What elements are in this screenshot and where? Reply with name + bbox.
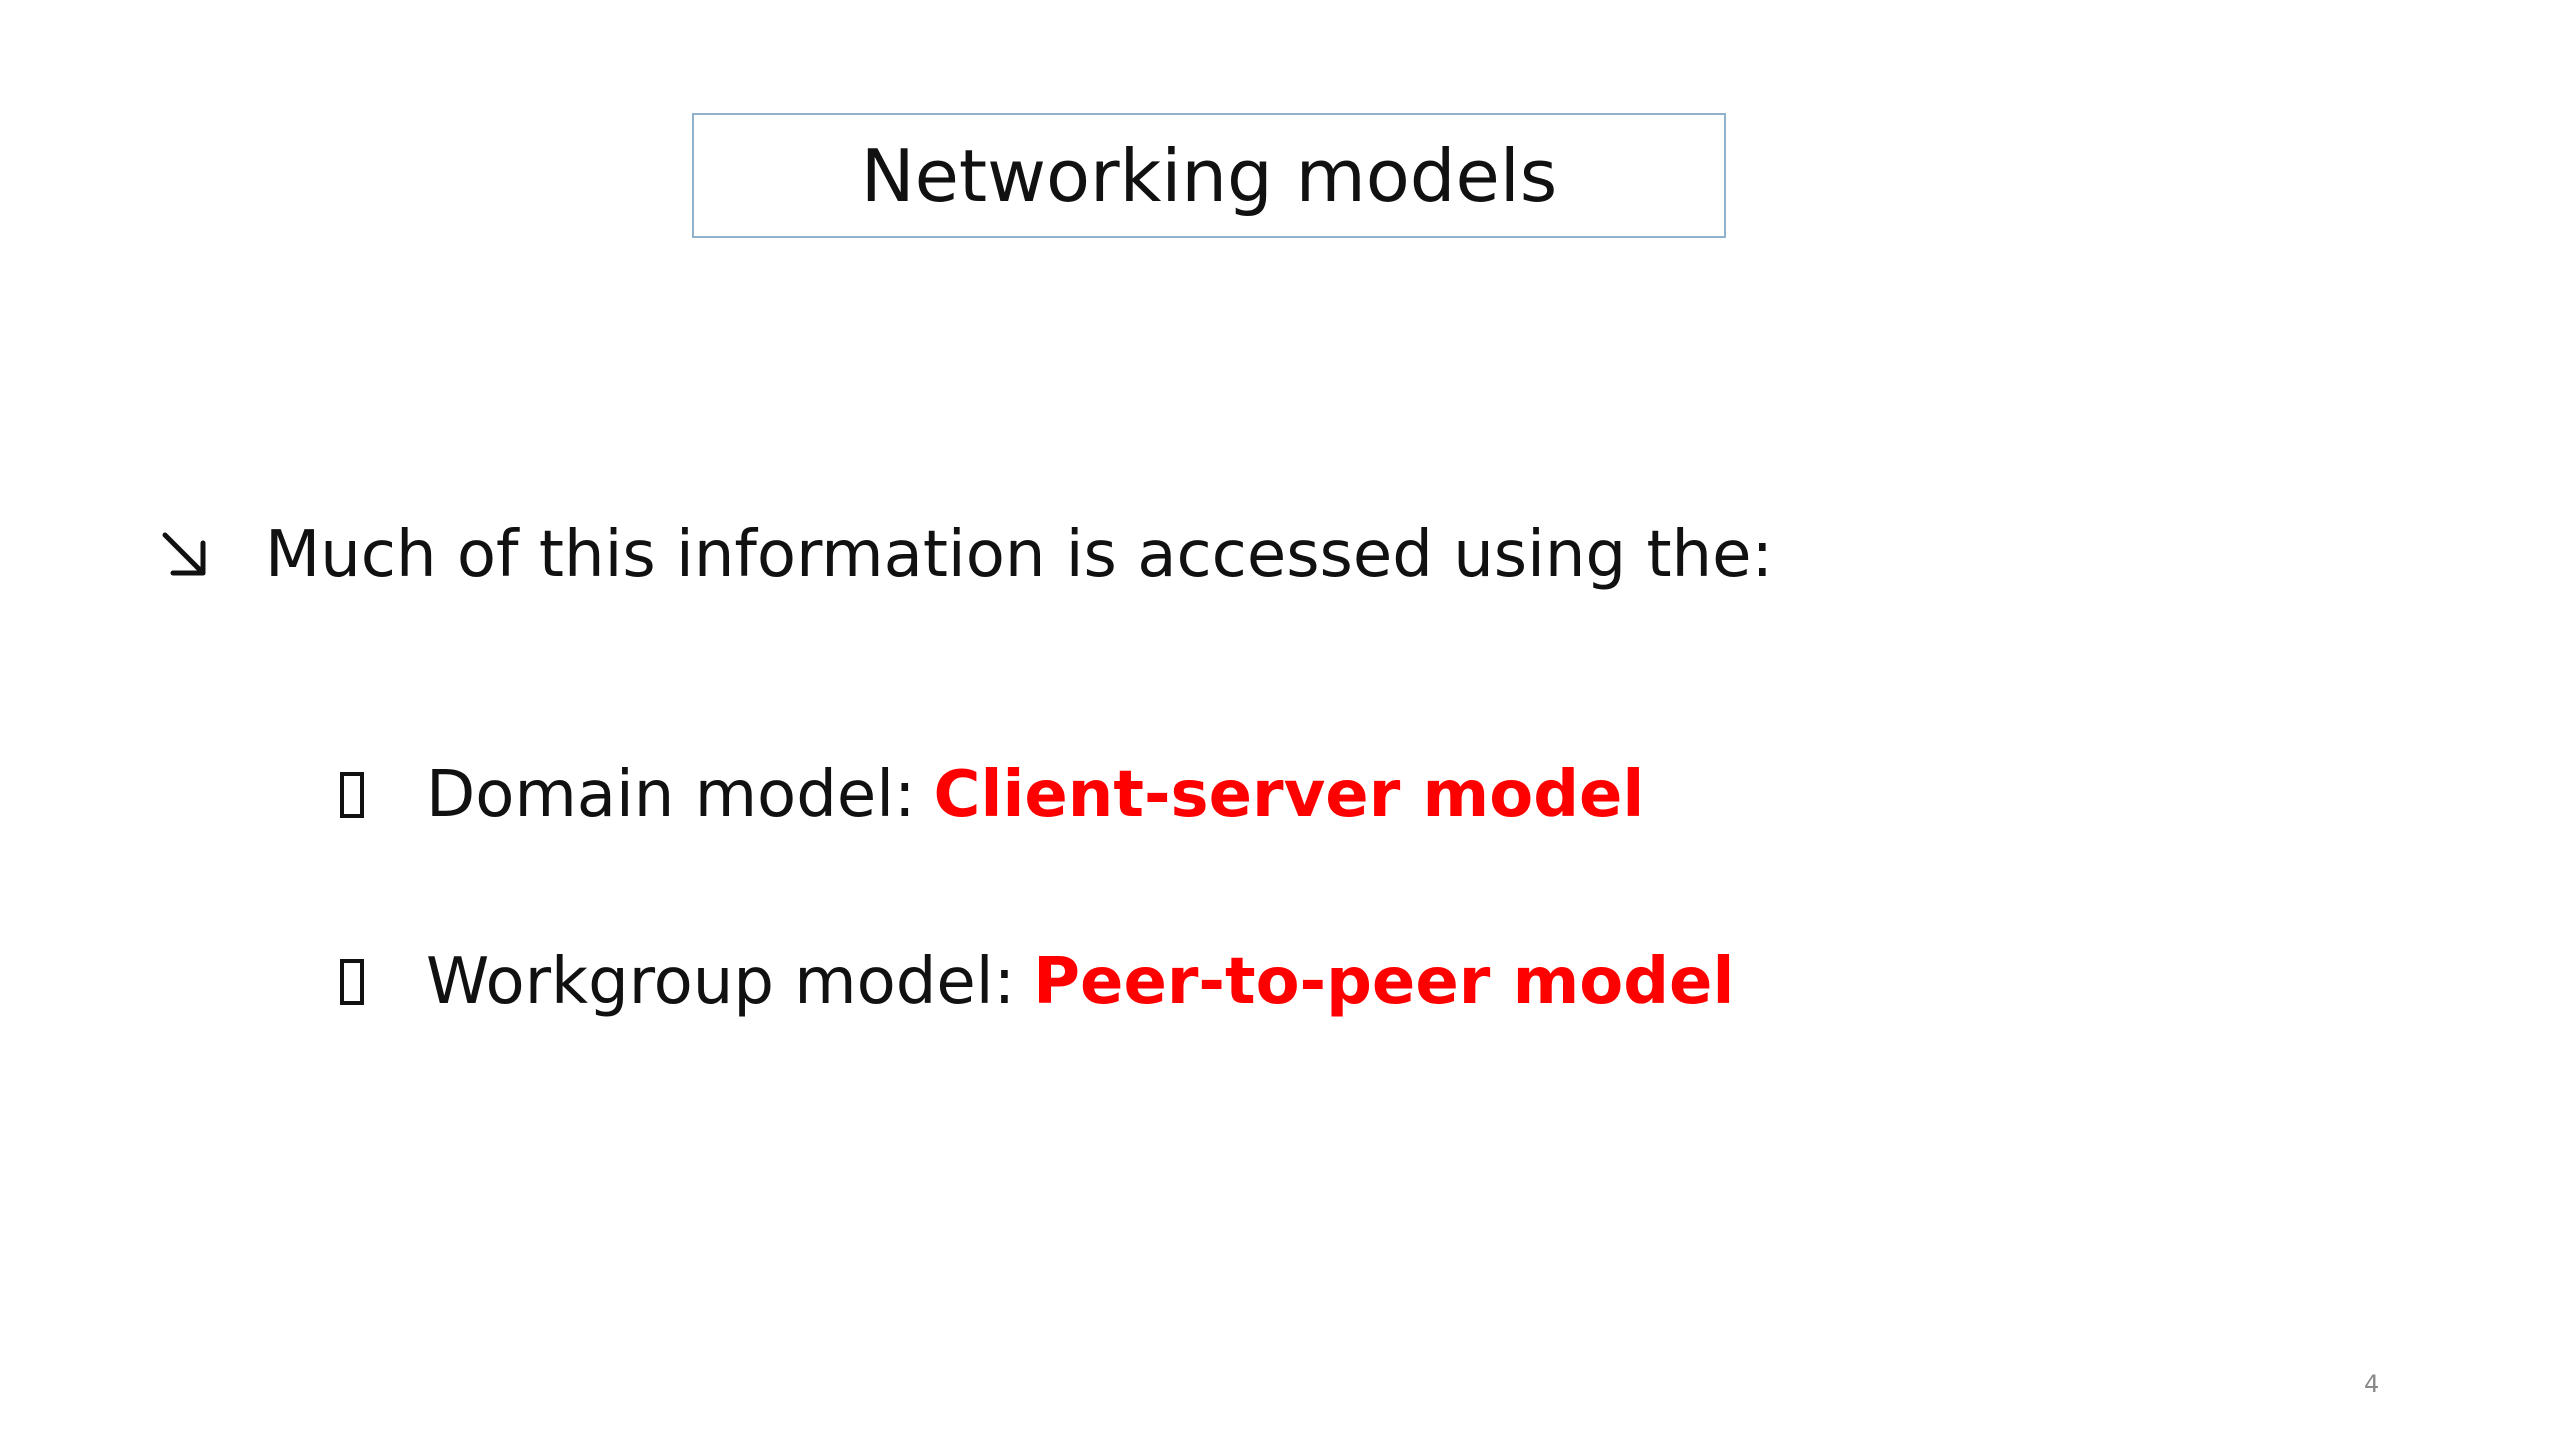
sub-bullet-workgroup: Workgroup model: Peer-to-peer model — [340, 942, 1734, 1022]
arrow-down-right-icon — [155, 525, 215, 585]
title-box: Networking models — [692, 113, 1726, 238]
main-bullet: Much of this information is accessed usi… — [155, 515, 1773, 595]
box-glyph-icon — [340, 959, 364, 1005]
sub-bullet-label: Workgroup model: — [426, 945, 1016, 1019]
sub-bullet-value: Client-server model — [933, 758, 1645, 832]
sub-bullet-label: Domain model: — [426, 758, 916, 832]
page-number: 4 — [2364, 1370, 2380, 1398]
sub-bullet-value: Peer-to-peer model — [1033, 945, 1735, 1019]
main-bullet-text: Much of this information is accessed usi… — [265, 518, 1774, 592]
sub-bullet-domain: Domain model: Client-server model — [340, 755, 1644, 835]
box-glyph-icon — [340, 772, 364, 818]
slide-title: Networking models — [860, 133, 1558, 218]
